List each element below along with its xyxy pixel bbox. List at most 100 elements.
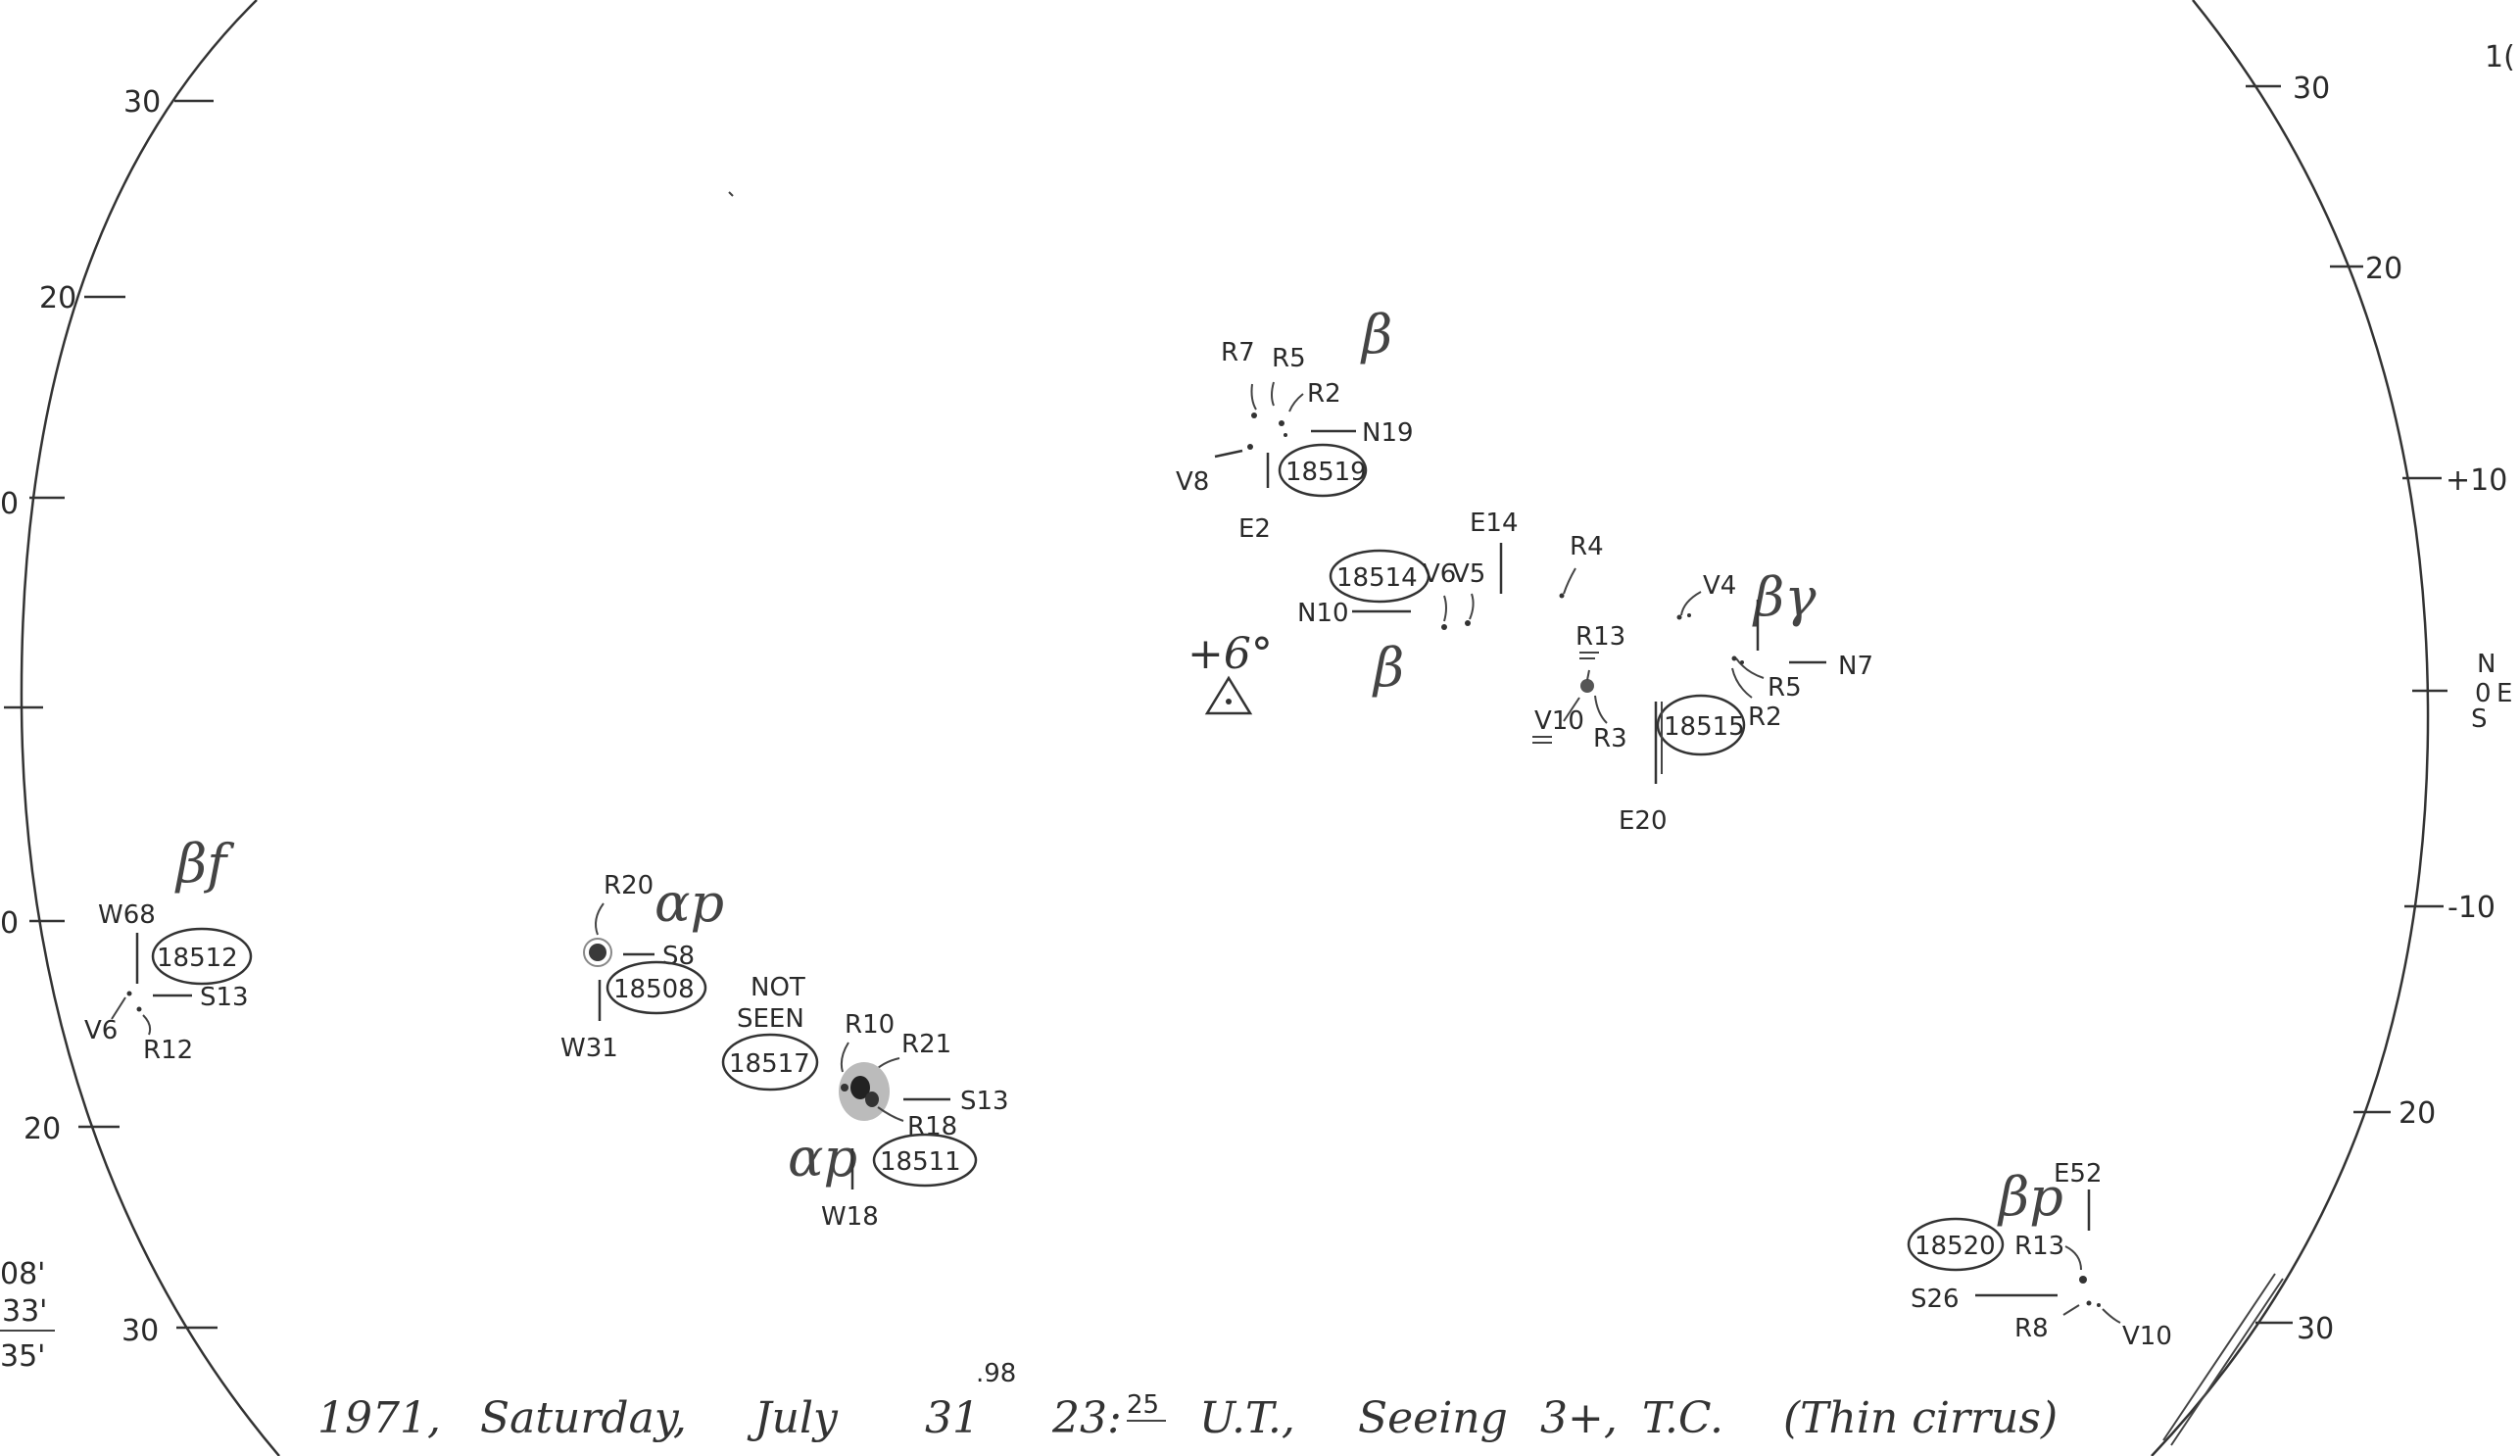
region-18515-class: βγ [1752, 566, 1817, 628]
region-18511: R10 R21 S13 R18 αp 18511 W18 [788, 1010, 1009, 1232]
right-tick-20: 20 [2365, 252, 2402, 286]
orientation-angle: +6° [1187, 629, 1273, 679]
region-label: R10 [845, 1010, 895, 1040]
right-tick-minus10: -10 [2447, 891, 2496, 925]
caption-sky: T.C. [1642, 1393, 1723, 1443]
region-label: S26 [1911, 1285, 1960, 1314]
region-18519: R7 R5 β R2 N19 V8 18519 E2 [1176, 304, 1414, 544]
region-18512: βf W68 18512 S13 V6 R12 [84, 833, 253, 1065]
region-18520-class: βp [1997, 1166, 2063, 1228]
region-18520: βp E52 18520 R13 S26 R8 V10 [1907, 1159, 2172, 1351]
solar-limb-left [20, 0, 280, 1456]
region-label: N7 [1838, 652, 1873, 681]
caption-time-sup: 25 [1127, 1390, 1159, 1420]
region-18508: R20 αp S8 18508 W31 [560, 871, 724, 1063]
region-label: R2 [1307, 379, 1341, 409]
region-label: R21 [901, 1030, 951, 1059]
compass-origin: 0 [2475, 679, 2492, 708]
region-label: R8 [2014, 1314, 2049, 1343]
region-label: E14 [1470, 509, 1519, 538]
region-label: S8 [662, 942, 695, 971]
region-label: R12 [143, 1036, 193, 1065]
caption-date: 31 [925, 1393, 980, 1443]
right-latitude-scale: 30 20 +10 -10 20 30 1( [2246, 40, 2515, 1346]
region-label: E20 [1619, 806, 1668, 836]
region-label: N10 [1297, 599, 1349, 628]
right-tick-plus10: +10 [2446, 463, 2507, 498]
caption-time: 23: [1051, 1393, 1122, 1443]
region-label: S13 [960, 1087, 1009, 1116]
region-label: R7 [1221, 338, 1255, 367]
region-18519-class: β [1360, 304, 1392, 365]
right-tick-30-lower: 30 [2297, 1312, 2334, 1346]
region-label: N19 [1362, 418, 1414, 448]
compass-east: E [2496, 679, 2512, 708]
caption-month: July [747, 1393, 839, 1443]
region-18508-number: 18508 [613, 975, 695, 1004]
caption-day: Saturday, [480, 1393, 687, 1443]
region-label: W18 [821, 1202, 879, 1232]
side-note-2: 33' [2, 1294, 47, 1329]
region-18512-number: 18512 [157, 944, 238, 973]
region-label: V10 [2122, 1322, 2172, 1351]
page-number: 1( [2485, 40, 2515, 74]
region-label: W31 [560, 1034, 618, 1063]
region-18514: E14 18514 V6 V5 N10 β [1297, 509, 1519, 699]
right-tick-20-lower: 20 [2399, 1096, 2436, 1131]
compass-north: N [2477, 650, 2496, 679]
left-tick-0-lower: 0 [0, 906, 19, 941]
sunspot [589, 944, 606, 961]
caption-seeing-label: Seeing [1358, 1393, 1508, 1443]
region-label: R4 [1570, 532, 1604, 561]
region-18519-number: 18519 [1285, 458, 1367, 487]
region-18517-number: 18517 [729, 1049, 810, 1079]
region-18515: R4 V4 βγ R13 N7 R5 R2 V10 R3 18515 E20 [1532, 532, 1873, 836]
region-label: E52 [2054, 1159, 2103, 1189]
region-label: V6 [1423, 559, 1456, 589]
compass-labels: N 0 E S [2471, 650, 2512, 734]
observation-caption: 1971, Saturday, July 31 .98 23: 25 U.T.,… [317, 1359, 2058, 1443]
region-label: R5 [1272, 344, 1306, 373]
region-18508-class: αp [654, 872, 724, 934]
caption-seeing-value: 3+, [1540, 1393, 1618, 1443]
right-tick-30: 30 [2293, 72, 2330, 106]
region-18520-number: 18520 [1914, 1232, 1996, 1261]
region-18514-number: 18514 [1336, 563, 1418, 593]
side-note-3: 35' [0, 1339, 45, 1374]
region-label: V10 [1534, 706, 1584, 736]
region-18515-number: 18515 [1664, 712, 1745, 742]
region-label: S13 [200, 983, 249, 1012]
left-tick-20-lower: 20 [24, 1112, 61, 1146]
region-label: E2 [1238, 514, 1271, 544]
region-label: R3 [1593, 724, 1627, 753]
region-18517-note-line1: NOT [751, 973, 805, 1002]
caption-date-sup: .98 [976, 1359, 1016, 1388]
region-label: R13 [2014, 1232, 2064, 1261]
caption-year: 1971, [317, 1393, 441, 1443]
region-18511-number: 18511 [880, 1147, 961, 1177]
caption-ut: U.T., [1199, 1393, 1295, 1443]
region-label: V6 [84, 1016, 118, 1045]
region-label: R20 [604, 871, 654, 900]
solar-limb-right [2151, 0, 2430, 1456]
left-tick-0-upper: 0 [0, 487, 19, 521]
side-note-1: 08' [0, 1257, 45, 1291]
region-label: W68 [98, 900, 156, 930]
region-18517-note-line2: SEEN [737, 1004, 804, 1034]
region-label: R2 [1748, 703, 1782, 732]
region-label: V5 [1452, 559, 1485, 589]
orientation-triangle-icon [1204, 675, 1253, 715]
left-tick-20: 20 [39, 281, 76, 315]
caption-sky-note: (Thin cirrus) [1783, 1393, 2058, 1443]
region-18512-class: βf [174, 833, 234, 895]
left-tick-30-lower: 30 [121, 1314, 159, 1348]
region-18514-class: β [1372, 637, 1404, 699]
region-18517: NOT SEEN 18517 [721, 973, 819, 1092]
left-latitude-scale: 30 20 0 0 20 30 [0, 85, 218, 1348]
limb-double-stroke [2162, 1273, 2284, 1446]
region-18511-class: αp [788, 1127, 857, 1189]
region-label: R5 [1768, 673, 1802, 703]
region-label: V4 [1703, 571, 1736, 601]
region-label: V8 [1176, 467, 1209, 497]
